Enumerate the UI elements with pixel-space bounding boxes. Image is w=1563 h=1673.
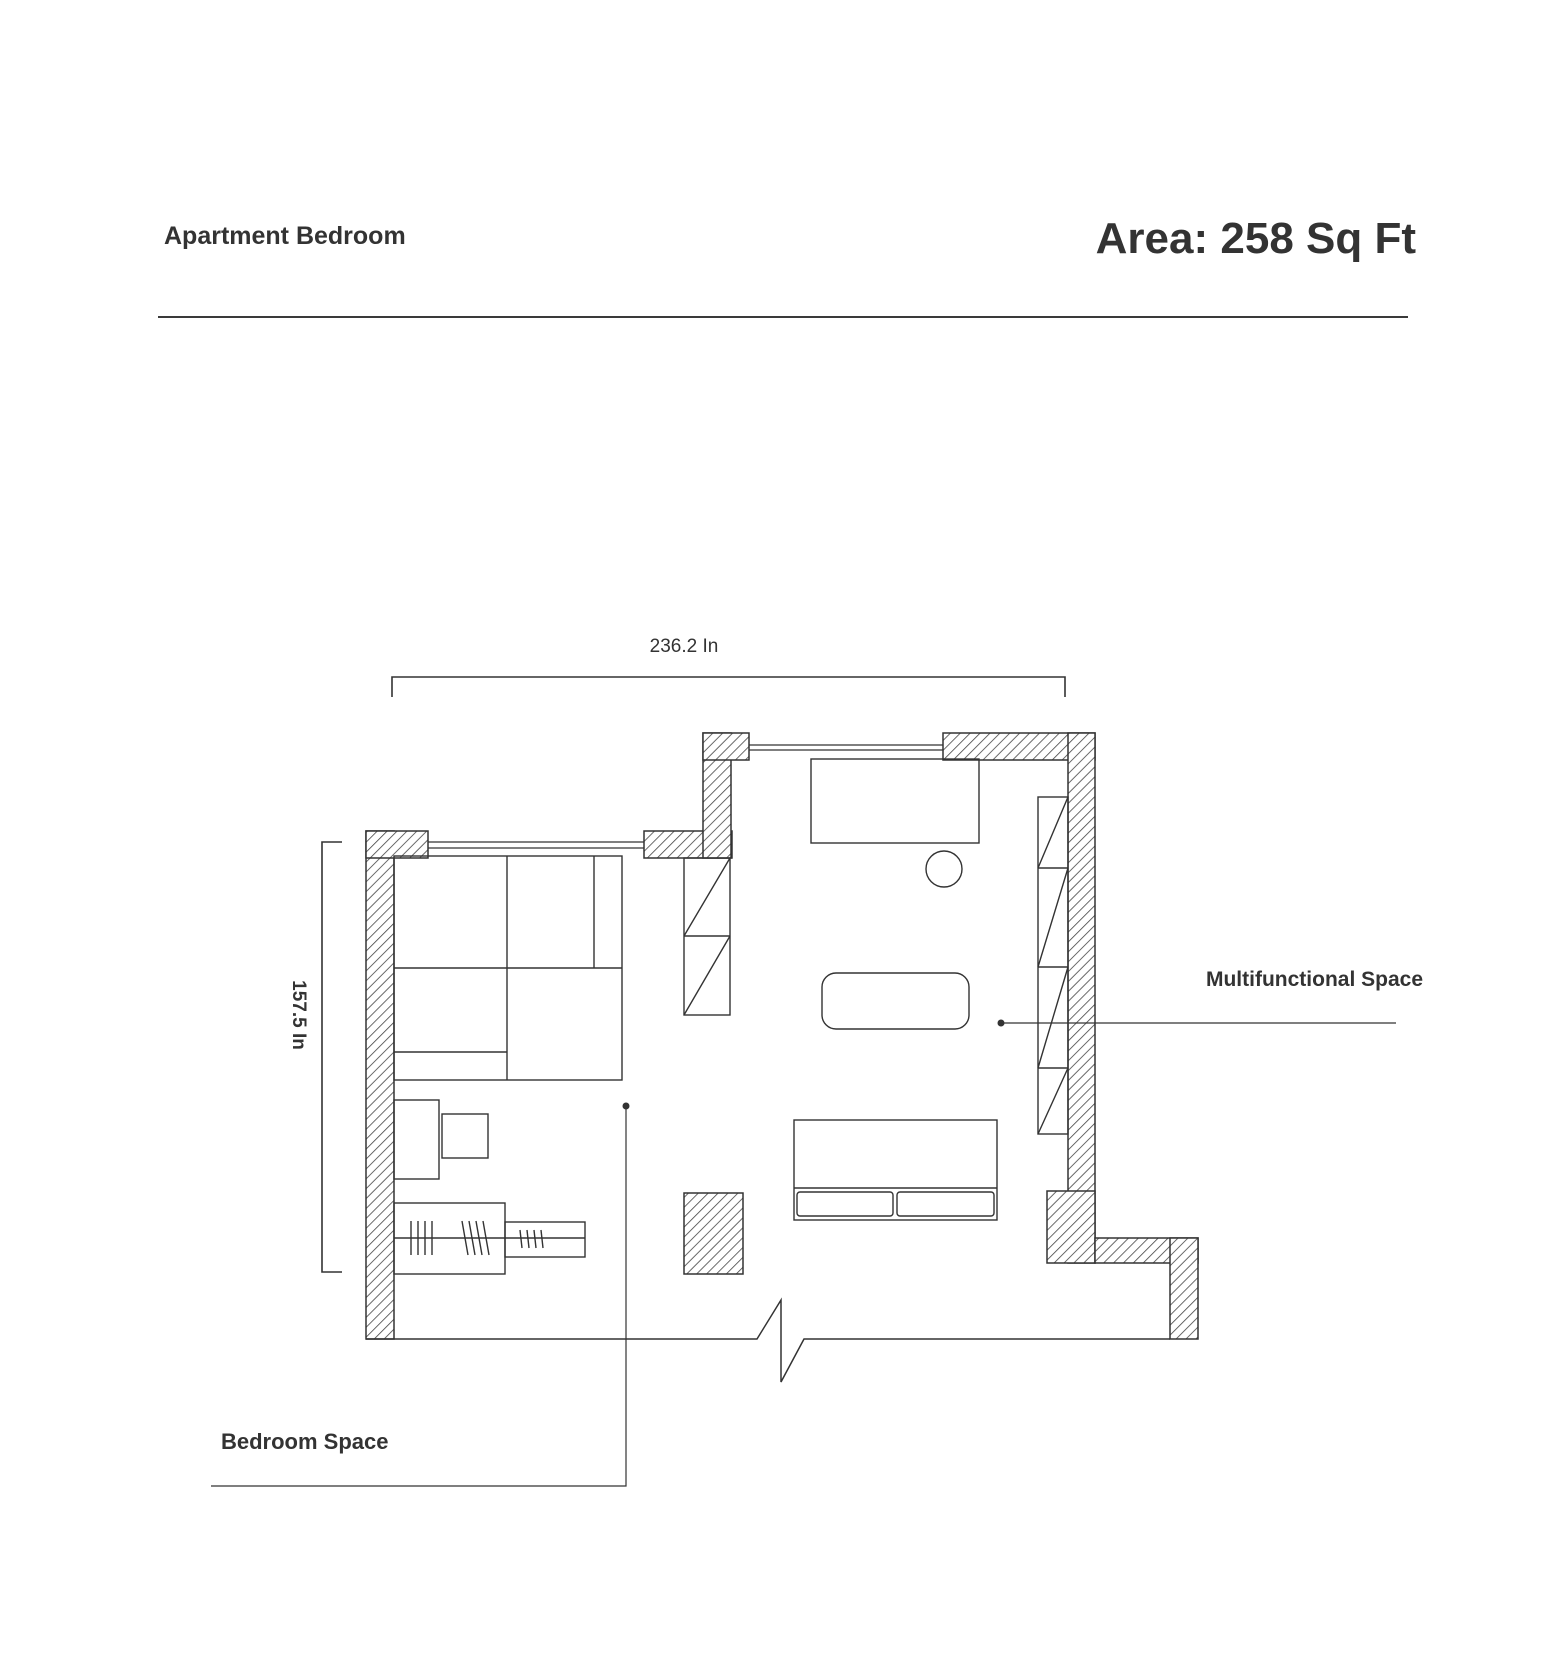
multifunctional-space-label: Multifunctional Space: [1206, 968, 1423, 991]
walls: [365, 732, 1199, 1340]
wardrobe: [393, 1202, 586, 1275]
bedroom-space-label: Bedroom Space: [221, 1429, 389, 1454]
width-dimension: [391, 676, 1066, 697]
wall-right: [1067, 732, 1096, 1264]
height-dimension: [321, 841, 342, 1273]
page-title: Apartment Bedroom: [164, 222, 406, 250]
nightstand: [393, 1099, 489, 1180]
width-dimension-label: 236.2 In: [650, 636, 719, 657]
desk: [810, 758, 980, 844]
sofa: [793, 1119, 998, 1221]
shelf-right: [1037, 796, 1069, 1135]
wall-right-block: [1046, 1190, 1096, 1264]
shelf-left: [683, 857, 731, 1016]
area-label: Area: 258 Sq Ft: [1095, 214, 1416, 263]
bed: [393, 855, 623, 1081]
header-divider: [158, 316, 1408, 318]
wall-bottom-right-vertical: [1169, 1237, 1199, 1340]
wall-left: [365, 830, 395, 1340]
multifunctional-leader: [997, 1019, 1396, 1027]
wall-top-left-stub: [365, 830, 429, 859]
bedroom-leader: [211, 1102, 630, 1487]
chair: [925, 850, 963, 888]
window-lines: [428, 744, 943, 849]
height-dimension-label: 157.5 In: [288, 980, 309, 1050]
wall-notch-top: [702, 732, 750, 761]
pillar: [683, 1192, 744, 1275]
bottom-wall-with-door: [366, 1297, 1170, 1383]
coffee-table: [821, 972, 970, 1030]
